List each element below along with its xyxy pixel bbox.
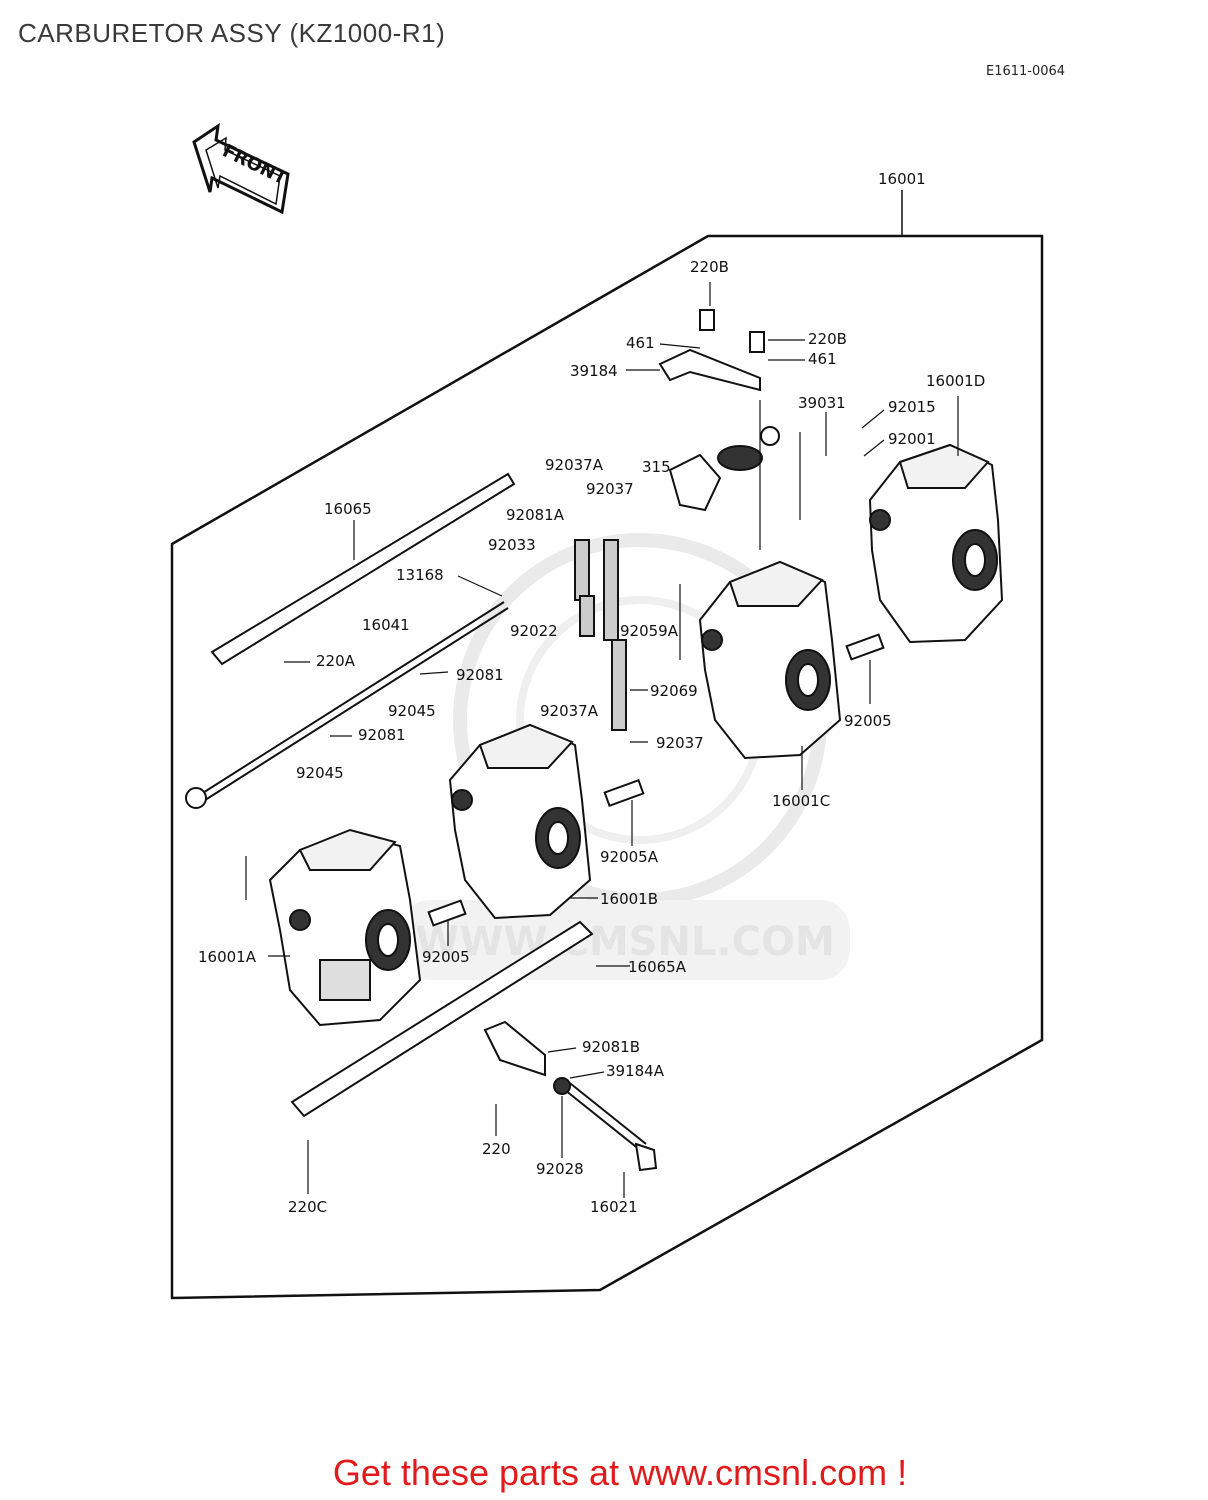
- label-39184: 39184: [570, 362, 618, 380]
- label-92037-lower: 92037: [656, 734, 704, 752]
- label-16065: 16065: [324, 500, 372, 518]
- label-16041: 16041: [362, 616, 410, 634]
- leader-lines: [245, 282, 959, 1198]
- carburetor-16001a: [268, 828, 422, 1027]
- label-315: 315: [642, 458, 671, 476]
- label-92037a-lower: 92037A: [540, 702, 599, 720]
- watermark-text: WWW.CMSNL.COM: [415, 919, 835, 965]
- label-92081a: 92081A: [506, 506, 565, 524]
- label-461-left: 461: [626, 334, 655, 352]
- label-16065a: 16065A: [628, 958, 687, 976]
- label-16001: 16001: [878, 170, 926, 188]
- label-220: 220: [482, 1140, 511, 1158]
- label-92081-lower: 92081: [358, 726, 406, 744]
- bracket-39184: [658, 309, 765, 392]
- footer-cta-link[interactable]: Get these parts at www.cmsnl.com !: [332, 1452, 908, 1493]
- label-220c: 220C: [288, 1198, 327, 1216]
- label-92037-top: 92037: [586, 480, 634, 498]
- label-461-right: 461: [808, 350, 837, 368]
- assembly-outline: [170, 234, 1044, 1300]
- bolt-16021: [553, 1077, 658, 1172]
- label-39031: 39031: [798, 394, 846, 412]
- front-arrow-icon: FRONT: [192, 122, 291, 215]
- label-92005-left: 92005: [422, 948, 470, 966]
- label-92081b: 92081B: [582, 1038, 640, 1056]
- label-13168: 13168: [396, 566, 444, 584]
- label-220b-top: 220B: [690, 258, 729, 276]
- label-92037a-top: 92037A: [545, 456, 604, 474]
- shaft-16065: [210, 472, 516, 666]
- label-92045-upper: 92045: [388, 702, 436, 720]
- label-16001d: 16001D: [926, 372, 985, 390]
- carburetor-16001d: [868, 443, 1004, 644]
- label-92005-right: 92005: [844, 712, 892, 730]
- carburetor-16001b: [448, 723, 592, 920]
- label-16001c: 16001C: [772, 792, 830, 810]
- label-92028: 92028: [536, 1160, 584, 1178]
- label-92081-upper: 92081: [456, 666, 504, 684]
- pipes-92069: [574, 539, 627, 731]
- part-labels: 16001 220B 461 220B 461 39184 39031 1600…: [198, 170, 985, 1216]
- page-title: CARBURETOR ASSY (KZ1000-R1): [18, 18, 446, 48]
- label-92015: 92015: [888, 398, 936, 416]
- label-16001b: 16001B: [600, 890, 658, 908]
- label-92033: 92033: [488, 536, 536, 554]
- rod-16041: [185, 601, 509, 809]
- label-16001a: 16001A: [198, 948, 257, 966]
- carburetor-16001c: [698, 560, 842, 760]
- label-220b-right: 220B: [808, 330, 847, 348]
- label-92069: 92069: [650, 682, 698, 700]
- label-92022: 92022: [510, 622, 558, 640]
- label-16021: 16021: [590, 1198, 638, 1216]
- label-92001: 92001: [888, 430, 936, 448]
- plate-16065a: [290, 920, 594, 1118]
- label-220a: 220A: [316, 652, 356, 670]
- lever-315: [668, 426, 780, 512]
- joint-92005: [427, 633, 885, 927]
- label-92005a: 92005A: [600, 848, 659, 866]
- diagram-code: E1611-0064: [986, 64, 1066, 79]
- label-92059a: 92059A: [620, 622, 679, 640]
- label-92045-lower: 92045: [296, 764, 344, 782]
- label-39184a: 39184A: [606, 1062, 665, 1080]
